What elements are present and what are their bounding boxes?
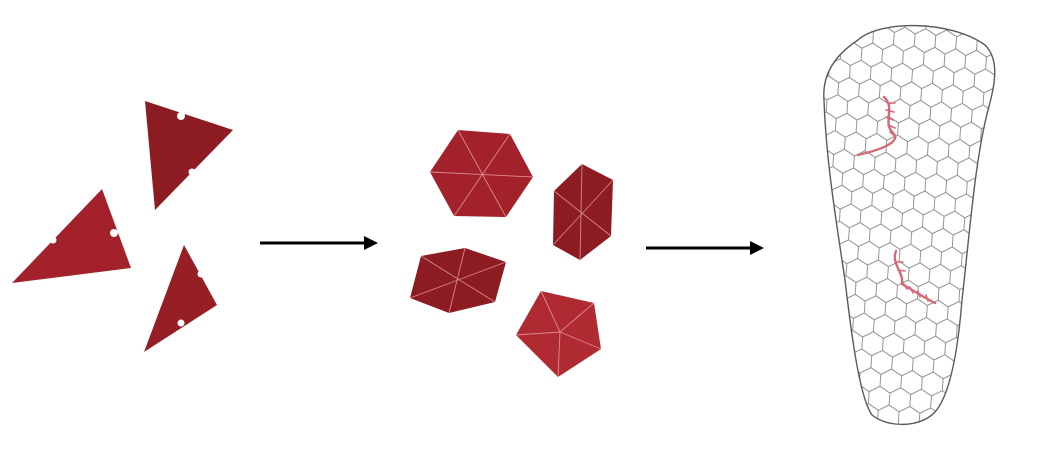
right-arrow-icon [260,236,378,250]
triangle-subunit-icon [144,245,217,352]
rna-strand-icon [893,249,937,305]
right-arrow-icon [646,241,764,255]
hexamer-icon [552,163,614,261]
pentamer-icon [515,290,602,378]
triangle-subunit-icon [12,189,131,283]
hexamer-icon [409,247,507,314]
stage-subunits [12,101,233,352]
hexamer-icon [429,129,534,218]
triangle-subunit-icon [145,101,233,210]
stage-capsomers [409,129,614,378]
capsid-icon [823,24,996,426]
rna-strand-icon [856,95,897,157]
